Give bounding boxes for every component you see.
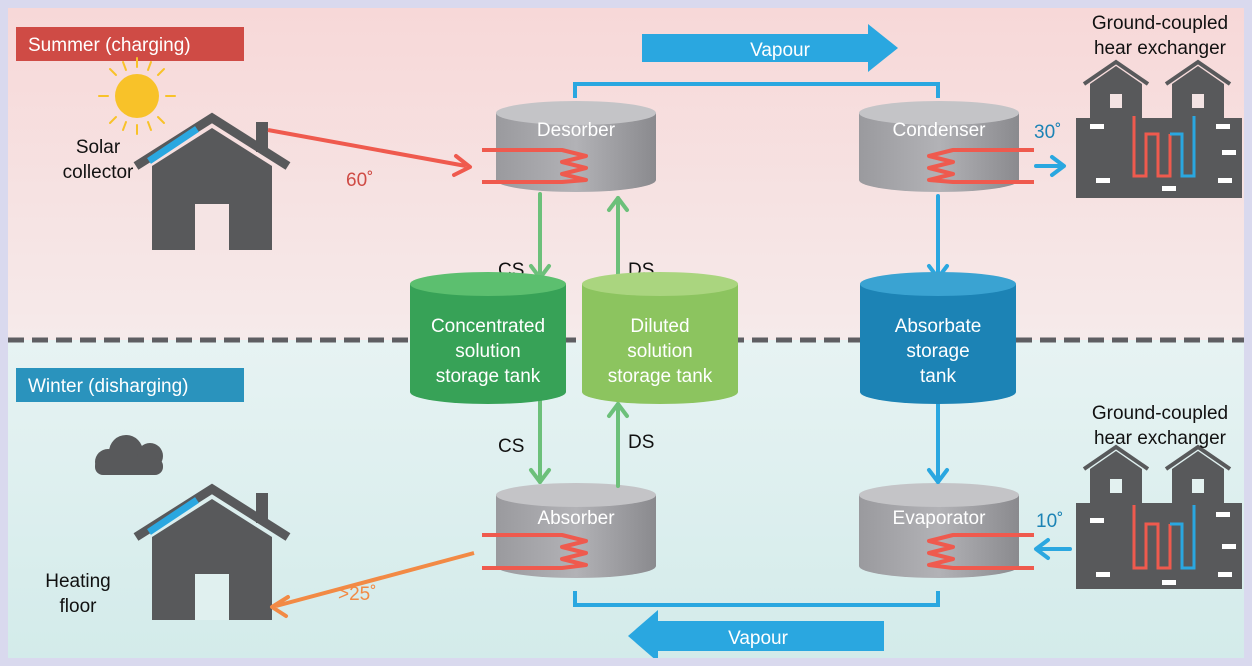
floor-heat-arrowhead — [270, 595, 290, 618]
cs-arrowhead-bottom — [529, 468, 551, 484]
heating-floor-line2: floor — [60, 596, 98, 617]
cs-label-bottom: CS — [498, 436, 524, 457]
vapour-label-bottom: Vapour — [728, 628, 789, 649]
condenser-to-ground-arrowhead — [1050, 155, 1066, 177]
ground-to-evaporator-arrowhead — [1034, 538, 1050, 560]
summer-badge — [16, 27, 244, 61]
vapour-arrow-bottom — [628, 610, 884, 662]
concentrated-tank — [410, 272, 566, 404]
diluted-tank-line3: storage tank — [608, 366, 713, 387]
absorber-label: Absorber — [537, 508, 615, 529]
ground-hx-bottom-icon — [1076, 444, 1242, 589]
vapour-label-top: Vapour — [750, 40, 811, 61]
vapour-line-bottom — [573, 591, 940, 607]
absorbate-tank-line2: storage — [906, 341, 969, 362]
evaporator-label: Evaporator — [893, 508, 987, 529]
winter-house-icon — [133, 483, 291, 620]
concentrated-tank-line3: storage tank — [436, 366, 541, 387]
summer-label: Summer (charging) — [28, 35, 191, 56]
vapour-arrow-top — [642, 24, 898, 72]
evaporator-temp: 10˚ — [1036, 511, 1063, 532]
evaporator-coil — [927, 533, 1034, 570]
heating-floor-line1: Heating — [45, 571, 111, 592]
desorber-label: Desorber — [537, 120, 616, 141]
solar-heat-arrow — [267, 128, 467, 168]
floor-temp: >25˚ — [338, 584, 377, 605]
condenser-label: Condenser — [893, 120, 987, 141]
winter-label: Winter (disharging) — [28, 376, 189, 397]
summer-house-icon — [133, 112, 291, 250]
solar-heat-arrowhead — [452, 154, 472, 177]
ground-hx-bottom-line2: hear exchanger — [1094, 428, 1227, 449]
ground-hx-bottom-line1: Ground-coupled — [1092, 403, 1228, 424]
ds-label-bottom: DS — [628, 432, 654, 453]
ds-arrowhead-top — [607, 196, 629, 212]
condenser-coil — [927, 148, 1034, 184]
diluted-tank — [582, 272, 738, 404]
absorbate-tank — [860, 272, 1016, 404]
absorbate-tank-line3: tank — [920, 366, 956, 387]
floor-heat-arrow — [275, 551, 475, 608]
solar-temp: 60˚ — [346, 170, 373, 191]
ground-hx-top-icon — [1076, 59, 1242, 198]
absorbate-tank-line1: Absorbate — [895, 316, 982, 337]
ground-hx-top-line2: hear exchanger — [1094, 38, 1227, 59]
desorber-coil — [482, 148, 588, 184]
winter-badge — [16, 368, 244, 402]
concentrated-tank-line1: Concentrated — [431, 316, 545, 337]
cloud-icon — [95, 435, 163, 475]
ds-arrowhead-bottom — [607, 402, 629, 418]
vapour-line-top — [573, 82, 940, 98]
solar-collector-line1: Solar — [76, 137, 121, 158]
diluted-tank-line1: Diluted — [630, 316, 689, 337]
concentrated-tank-line2: solution — [455, 341, 521, 362]
absorbate-arrowhead-out — [927, 468, 949, 484]
sun-icon — [98, 57, 176, 135]
diluted-tank-line2: solution — [627, 341, 693, 362]
ground-hx-top-line1: Ground-coupled — [1092, 13, 1228, 34]
condenser-temp: 30˚ — [1034, 122, 1061, 143]
absorber-coil — [482, 533, 588, 570]
solar-collector-line2: collector — [63, 162, 134, 183]
